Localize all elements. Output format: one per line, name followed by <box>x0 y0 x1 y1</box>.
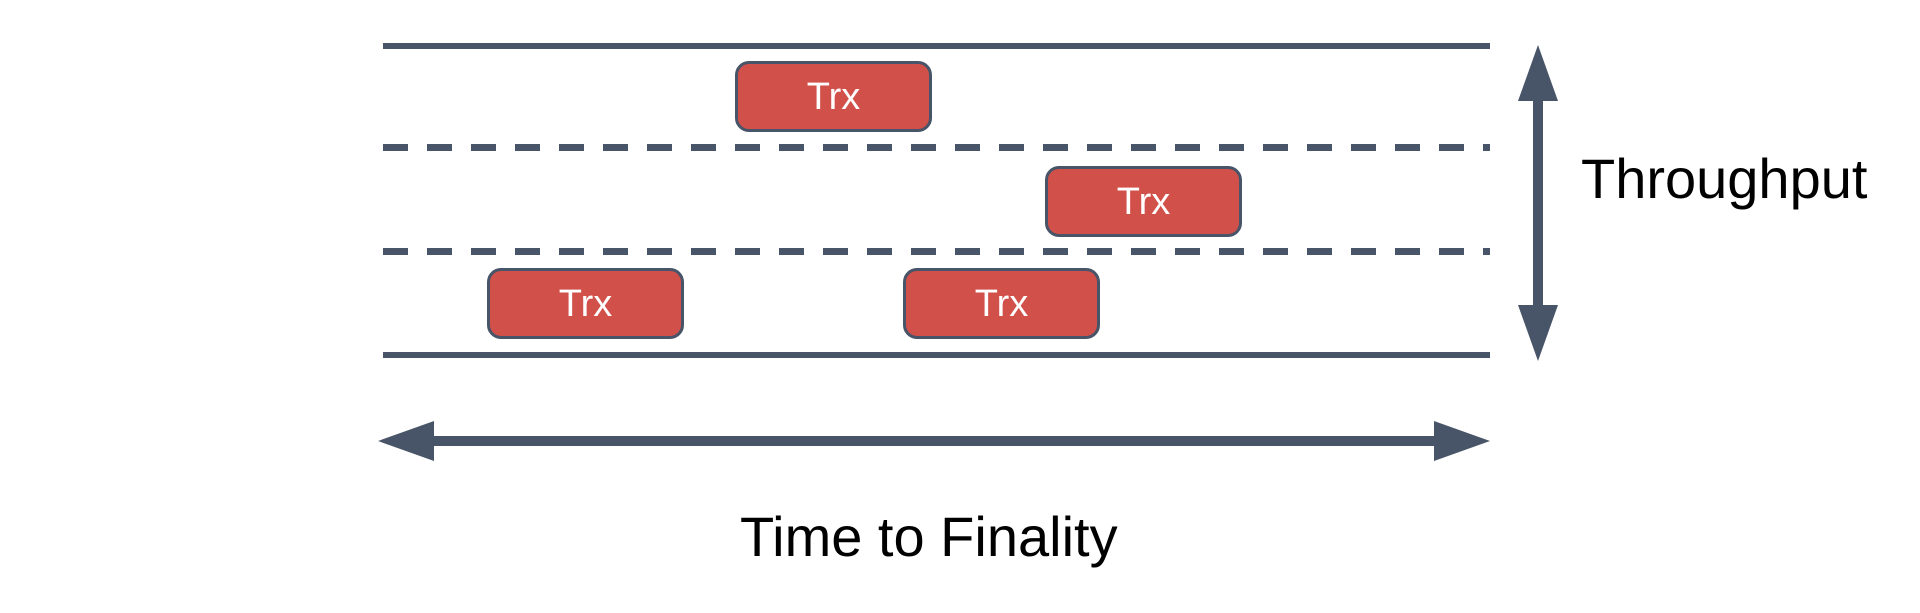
trx-box-label: Trx <box>974 282 1029 325</box>
trx-box-bottom-lane-right: Trx <box>903 268 1100 339</box>
throughput-arrow-icon <box>1518 45 1558 361</box>
throughput-axis-label: Throughput <box>1581 147 1868 210</box>
trx-box-bottom-lane-left: Trx <box>487 268 684 339</box>
trx-box-top-lane: Trx <box>735 61 932 132</box>
time-to-finality-axis-label: Time to Finality <box>740 505 1118 568</box>
trx-box-label: Trx <box>1116 180 1171 223</box>
lane-bottom-border-line <box>383 352 1490 358</box>
time-axis-arrow-icon <box>378 421 1490 461</box>
lane-top-border-line <box>383 43 1490 49</box>
trx-box-middle-lane: Trx <box>1045 166 1242 237</box>
trx-box-label: Trx <box>806 75 861 118</box>
lane-divider-dashed-1 <box>383 144 1490 151</box>
trx-box-label: Trx <box>558 282 613 325</box>
lane-divider-dashed-2 <box>383 248 1490 255</box>
